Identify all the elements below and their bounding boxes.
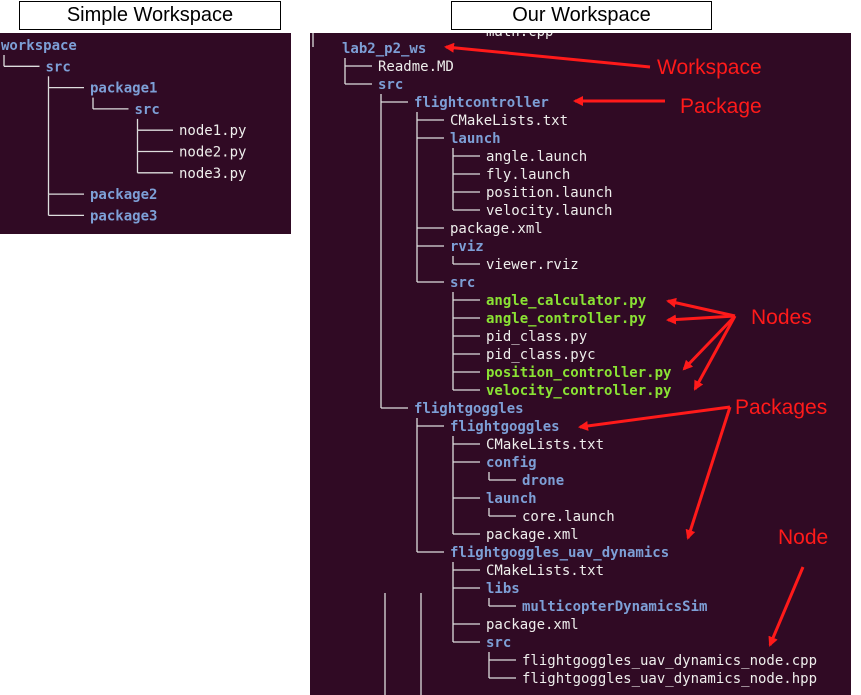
- tree-file: pid_class.py: [486, 329, 587, 345]
- tree-file: angle.launch: [486, 149, 587, 165]
- tree-folder: config: [486, 455, 537, 471]
- tree-file: fly.launch: [486, 167, 570, 183]
- tree-file: pid_class.pyc: [486, 347, 596, 363]
- simple-workspace-title: Simple Workspace: [19, 1, 281, 30]
- tree-folder: flightgoggles: [414, 401, 524, 417]
- tree-folder: rviz: [450, 239, 484, 255]
- simple-workspace-terminal: workspace src package1 src node1.py node2.py n…: [0, 33, 291, 234]
- tree-folder: flightgoggles_uav_dynamics: [450, 545, 669, 561]
- tree-folder: flightcontroller: [414, 95, 549, 111]
- tree-folder: src: [135, 102, 160, 118]
- tree-node-file: position_controller.py: [486, 365, 672, 381]
- tree-folder: package2: [90, 187, 157, 203]
- tree-file: flightgoggles_uav_dynamics_node.cpp: [522, 653, 817, 669]
- tree-folder: src: [378, 77, 403, 93]
- tree-file: CMakeLists.txt: [450, 113, 568, 129]
- tree-file: package.xml: [486, 527, 579, 543]
- tree-folder: workspace: [1, 38, 77, 54]
- tree-file: package.xml: [486, 617, 579, 633]
- tree-folder: libs: [486, 581, 520, 597]
- tree-folder: package1: [90, 81, 157, 97]
- tree-file: core.launch: [522, 509, 615, 525]
- tree-file: CMakeLists.txt: [486, 437, 604, 453]
- tree-folder: launch: [486, 491, 537, 507]
- our-workspace-title: Our Workspace: [451, 1, 712, 30]
- tree-file: node3.py: [179, 166, 246, 182]
- tree-folder: package3: [90, 208, 157, 224]
- tree-folder: src: [46, 59, 71, 75]
- tree-node-file: angle_controller.py: [486, 311, 647, 327]
- tree-file: Readme.MD: [378, 59, 454, 75]
- tree-file: velocity.launch: [486, 203, 612, 219]
- tree-node-file: velocity_controller.py: [486, 383, 672, 399]
- simple-tree: workspace src package1 src node1.py node2.py n…: [1, 38, 246, 224]
- tree-file: flightgoggles_uav_dynamics_node.hpp: [522, 671, 817, 687]
- tree-folder: flightgoggles: [450, 419, 560, 435]
- tree-file: node2.py: [179, 145, 246, 161]
- tree-file: package.xml: [450, 221, 543, 237]
- tree-file: CMakeLists.txt: [486, 563, 604, 579]
- tree-folder: multicopterDynamicsSim: [522, 599, 707, 615]
- tree-folder: src: [450, 275, 475, 291]
- tree-file: position.launch: [486, 185, 612, 201]
- tree-folder: lab2_p2_ws: [342, 41, 426, 57]
- tree-folder: src: [486, 635, 511, 651]
- tree-node-file: angle_calculator.py: [486, 293, 647, 309]
- tree-folder: drone: [522, 473, 564, 489]
- tree-file: viewer.rviz: [486, 257, 579, 273]
- tree-folder: launch: [450, 131, 501, 147]
- tree-file-partial: math.cpp: [486, 33, 553, 40]
- tree-file: node1.py: [179, 123, 246, 139]
